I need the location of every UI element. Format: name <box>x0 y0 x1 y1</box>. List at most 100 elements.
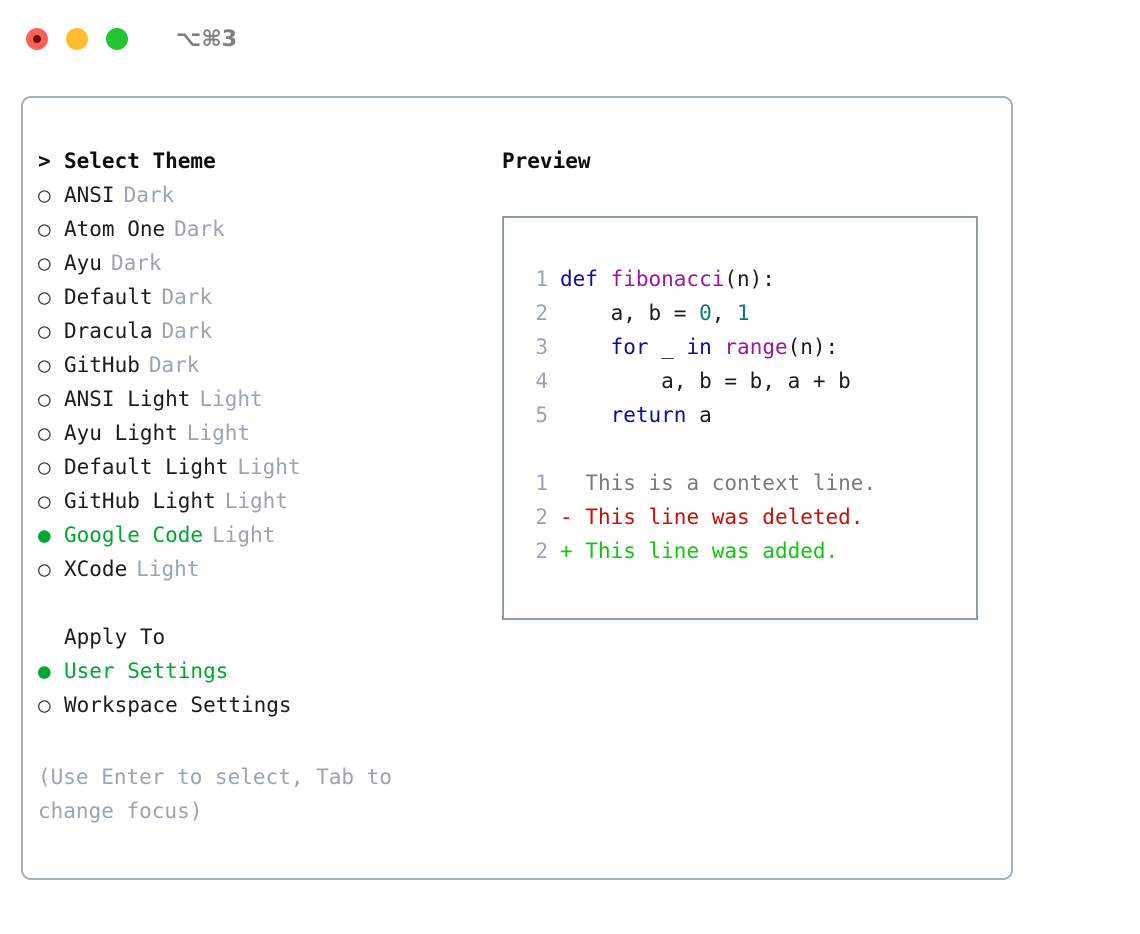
caret-icon: > <box>38 149 51 173</box>
radio-icon-selected: ● <box>38 659 51 683</box>
theme-label: GitHub Light <box>64 489 216 513</box>
code-line: 1 def fibonacci(n): <box>522 262 976 296</box>
code-token: 1 <box>737 301 750 325</box>
code-token: a, b = b, a + b <box>560 369 851 393</box>
code-token: for <box>610 335 649 359</box>
line-number: 3 <box>535 335 548 359</box>
code-token: (n): <box>724 267 775 291</box>
theme-label: Default Light <box>64 455 229 479</box>
window-controls <box>26 28 128 50</box>
keyboard-shortcut-label: ⌥⌘3 <box>176 26 238 52</box>
code-token: def <box>560 267 611 291</box>
radio-icon: ○ <box>38 319 51 343</box>
theme-label: ANSI <box>64 183 115 207</box>
diff-marker <box>560 471 585 495</box>
code-token: range <box>724 335 788 359</box>
keyboard-hint-text: (Use Enter to select, Tab to change focu… <box>38 765 393 823</box>
theme-badge: Light <box>136 557 200 581</box>
code-line: 2 a, b = 0, 1 <box>522 296 976 330</box>
radio-icon: ○ <box>38 693 51 717</box>
code-token: _ <box>648 335 687 359</box>
code-token: (n): <box>787 335 839 359</box>
theme-badge: Dark <box>174 217 225 241</box>
radio-icon: ○ <box>38 455 51 479</box>
line-number: 2 <box>535 301 548 325</box>
theme-label: XCode <box>64 557 128 581</box>
code-token <box>560 335 611 359</box>
theme-badge: Dark <box>110 251 162 275</box>
code-token: return <box>610 403 687 427</box>
theme-label: GitHub <box>64 353 140 377</box>
theme-label: Dracula <box>64 319 153 343</box>
line-number: 2 <box>535 505 548 529</box>
theme-option-atom-one[interactable]: ○ Atom One Dark <box>38 212 468 246</box>
theme-badge: Light <box>212 523 276 547</box>
diff-line-added: 2+ This line was added. <box>522 534 976 568</box>
code-token: , <box>711 301 738 325</box>
theme-badge: Light <box>199 387 263 411</box>
radio-icon-selected: ● <box>38 523 51 547</box>
title-bar: ⌥⌘3 <box>0 0 1140 78</box>
apply-option-user-settings[interactable]: ● User Settings <box>38 654 468 688</box>
theme-label: Atom One <box>64 217 166 241</box>
radio-icon: ○ <box>38 421 51 445</box>
diff-marker: - <box>560 505 586 529</box>
code-token <box>560 403 611 427</box>
zoom-button[interactable] <box>106 28 128 50</box>
code-token: a <box>686 403 712 427</box>
code-line: 4 a, b = b, a + b <box>522 364 976 398</box>
code-line: 5 return a <box>522 398 976 432</box>
apply-label: Workspace Settings <box>64 693 292 717</box>
theme-label: ANSI Light <box>64 387 191 411</box>
code-line: 3 for _ in range(n): <box>522 330 976 364</box>
diff-line-deleted: 2- This line was deleted. <box>522 500 976 534</box>
theme-label: Ayu <box>64 251 102 275</box>
radio-icon: ○ <box>38 489 51 513</box>
line-number: 4 <box>535 369 548 393</box>
diff-line-context: 1 This is a context line. <box>522 466 976 500</box>
diff-text: This is a context line. <box>585 471 877 495</box>
theme-label: Ayu Light <box>64 421 178 445</box>
line-number: 1 <box>535 267 548 291</box>
radio-icon: ○ <box>38 183 51 207</box>
theme-option-ayu-light[interactable]: ○ Ayu Light Light <box>38 416 468 450</box>
theme-badge: Dark <box>161 285 213 309</box>
radio-icon: ○ <box>38 217 51 241</box>
list-spacer <box>38 586 468 620</box>
line-number: 2 <box>535 539 548 563</box>
code-token: a, b = <box>560 301 700 325</box>
line-number: 5 <box>535 403 548 427</box>
theme-badge: Light <box>237 455 301 479</box>
theme-badge: Light <box>186 421 251 445</box>
theme-label: Default <box>64 285 153 309</box>
radio-icon: ○ <box>38 353 51 377</box>
theme-option-ayu[interactable]: ○ Ayu Dark <box>38 246 468 280</box>
theme-option-xcode[interactable]: ○ XCode Light <box>38 552 468 586</box>
select-theme-heading-label: Select Theme <box>64 149 216 173</box>
code-token: in <box>686 335 712 359</box>
minimize-button[interactable] <box>66 28 88 50</box>
code-token: 0 <box>699 301 712 325</box>
select-theme-heading: > Select Theme <box>38 144 468 178</box>
theme-option-default-light[interactable]: ○ Default Light Light <box>38 450 468 484</box>
apply-to-heading: Apply To <box>64 625 166 649</box>
apply-option-workspace-settings[interactable]: ○ Workspace Settings <box>38 688 468 722</box>
code-token <box>712 335 725 359</box>
radio-icon: ○ <box>38 251 51 275</box>
radio-icon: ○ <box>38 557 51 581</box>
apply-label: User Settings <box>64 659 229 683</box>
close-button[interactable] <box>26 28 48 50</box>
code-token: fibonacci <box>610 267 725 291</box>
